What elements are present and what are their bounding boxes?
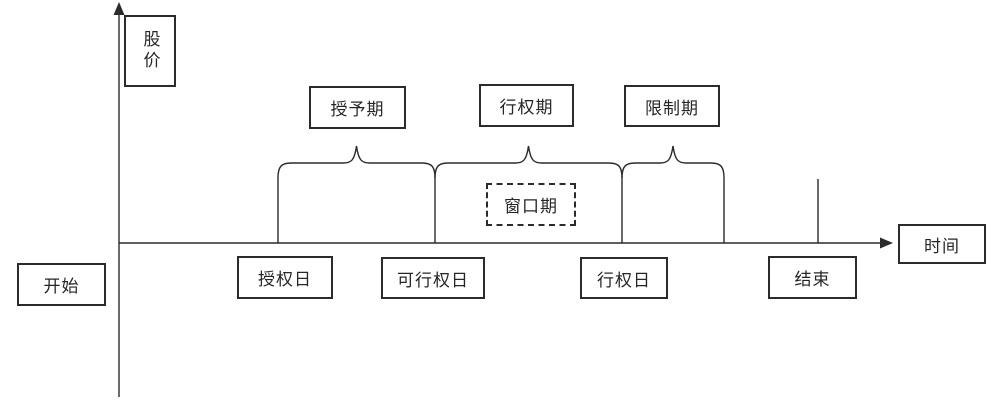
- grant-period-box: 授予期: [309, 86, 406, 129]
- y-axis-arrowhead-icon: [113, 2, 125, 15]
- exercise-date-box: 行权日: [580, 257, 668, 299]
- start-label: 开始: [43, 277, 80, 296]
- x-axis-label-box: 时间: [898, 224, 986, 264]
- grant-date-label: 授权日: [258, 270, 312, 289]
- window-period-label: 窗口期: [504, 197, 558, 216]
- window-period-box: 窗口期: [486, 183, 576, 226]
- y-axis-label: 股价: [140, 30, 160, 72]
- restriction-period-label: 限制期: [645, 98, 699, 118]
- x-axis-arrowhead-icon: [880, 237, 893, 249]
- exercisable-date-label: 可行权日: [397, 270, 469, 290]
- grant-period-label: 授予期: [330, 100, 385, 119]
- restriction-period-box: 限制期: [624, 85, 720, 127]
- exercise-period-brace: [434, 145, 623, 179]
- start-box: 开始: [17, 263, 106, 306]
- end-box: 结束: [768, 256, 857, 299]
- y-axis-label-box: 股价: [124, 15, 176, 87]
- exercise-date-label: 行权日: [597, 270, 651, 290]
- exercisable-date-box: 可行权日: [381, 257, 485, 299]
- exercise-period-box: 行权期: [479, 84, 574, 127]
- end-label: 结束: [794, 270, 831, 289]
- grant-date-box: 授权日: [237, 256, 333, 299]
- x-axis-label: 时间: [924, 236, 960, 256]
- exercise-period-label: 行权期: [499, 98, 554, 117]
- restriction-period-brace: [621, 145, 725, 179]
- grant-period-brace: [277, 145, 436, 179]
